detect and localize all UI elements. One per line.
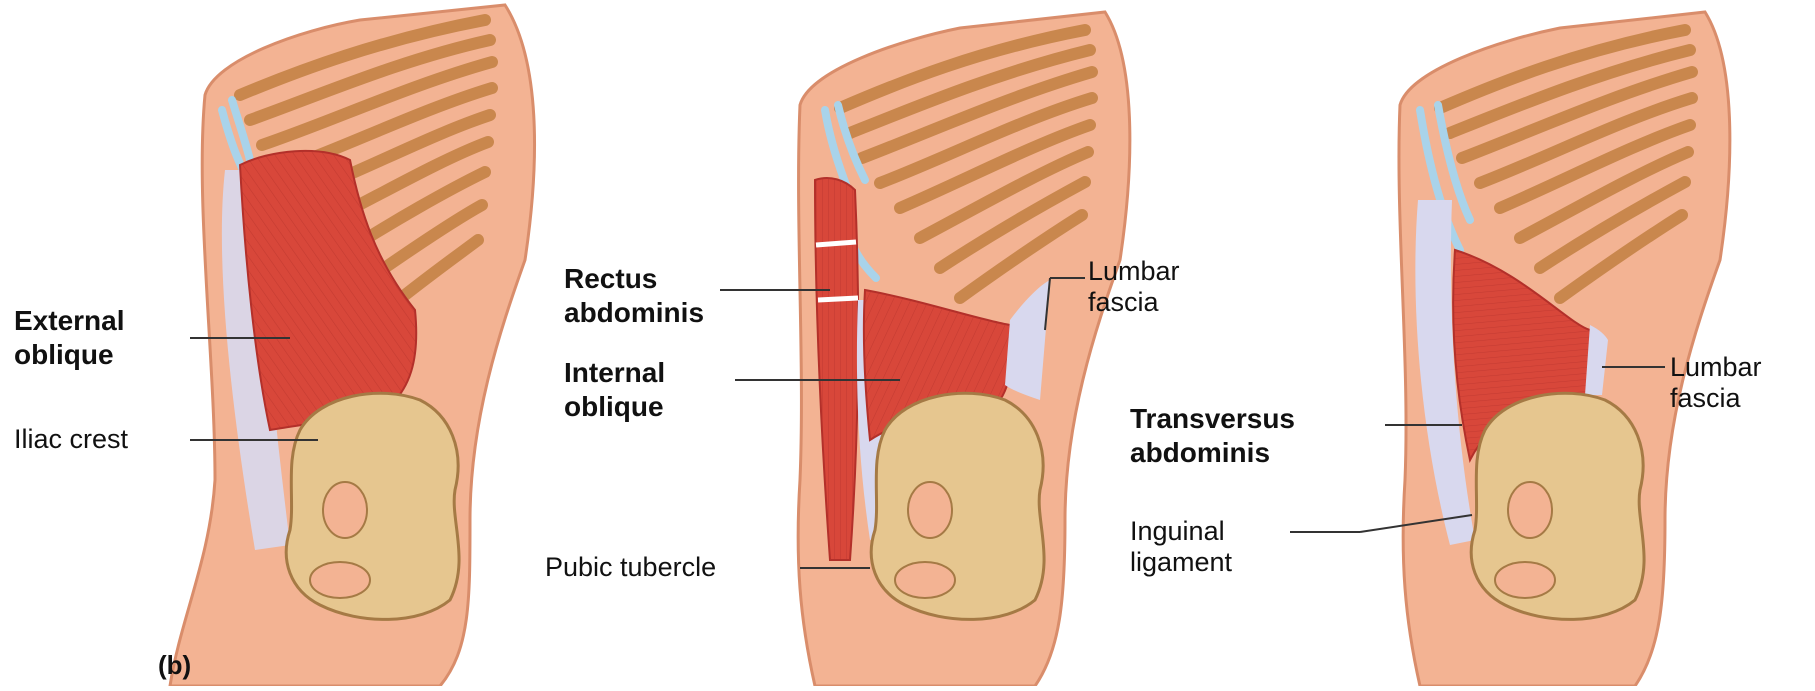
label-lumbar-fascia-right: Lumbar fascia bbox=[1670, 352, 1762, 414]
label-rectus-abdominis: Rectus abdominis bbox=[564, 262, 704, 330]
pelvis-left bbox=[286, 393, 459, 619]
pelvis-right bbox=[1471, 393, 1644, 619]
panel-label: (b) bbox=[158, 650, 191, 681]
label-inguinal-ligament: Inguinal ligament bbox=[1130, 516, 1232, 578]
label-external-oblique: External oblique bbox=[14, 304, 125, 372]
panel-left bbox=[170, 5, 535, 686]
label-lumbar-fascia-middle: Lumbar fascia bbox=[1088, 256, 1180, 318]
label-pubic-tubercle: Pubic tubercle bbox=[545, 552, 716, 583]
panel-right bbox=[1290, 12, 1730, 686]
label-iliac-crest: Iliac crest bbox=[14, 424, 128, 455]
label-transversus-abdominis: Transversus abdominis bbox=[1130, 402, 1295, 470]
label-internal-oblique: Internal oblique bbox=[564, 356, 665, 424]
panel-middle bbox=[720, 12, 1130, 686]
pelvis-middle bbox=[871, 393, 1044, 619]
